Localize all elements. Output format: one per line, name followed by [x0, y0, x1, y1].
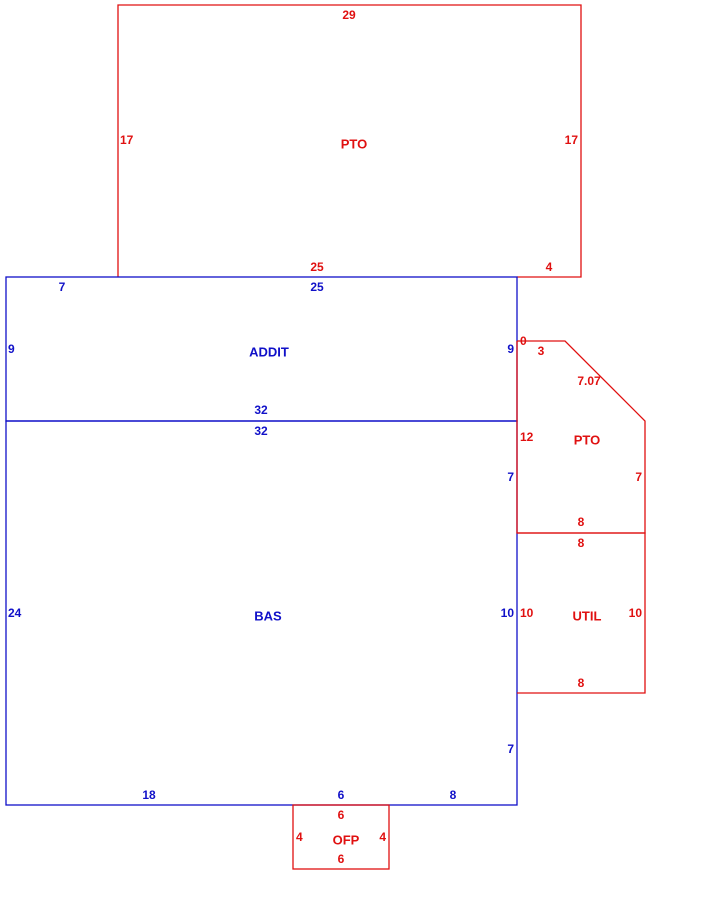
- pto-side-dim-left: 12: [520, 430, 534, 444]
- pto-side-outline: [516, 340, 646, 534]
- pto-side-dim-diagonal: 7.07: [577, 374, 601, 388]
- pto-top-dim-bottom: 25: [310, 260, 324, 274]
- bas-dim-right-upper: 7: [507, 470, 514, 484]
- bas-dim-bottom-mid: 6: [338, 788, 345, 802]
- bas-dim-left: 24: [8, 606, 22, 620]
- bas-label: BAS: [254, 608, 282, 623]
- pto-top-dim-left: 17: [120, 133, 134, 147]
- pto-side-dim-top: 3: [538, 344, 545, 358]
- util-label: UTIL: [573, 608, 602, 623]
- pto-top-area: [117, 4, 582, 278]
- bas-dim-bottom-right: 8: [450, 788, 457, 802]
- ofp-label: OFP: [333, 832, 360, 847]
- addit-label: ADDIT: [249, 344, 289, 359]
- pto-top-label: PTO: [341, 136, 368, 151]
- util-dim-right: 10: [629, 606, 643, 620]
- util-area: [517, 532, 646, 694]
- addit-dim-top-left: 7: [59, 280, 66, 294]
- pto-side-dim-bottom: 8: [578, 515, 585, 529]
- bas-outline: [5, 420, 518, 806]
- pto-top-dim-bottom-right: 4: [546, 260, 553, 274]
- util-dim-top: 8: [578, 536, 585, 550]
- addit-dim-bottom: 32: [254, 403, 268, 417]
- bas-dim-right-lower: 7: [507, 742, 514, 756]
- pto-top-outline: [117, 4, 582, 278]
- ofp-dim-right: 4: [379, 830, 386, 844]
- ofp-outline: [292, 804, 390, 870]
- pto-top-dim-right: 17: [565, 133, 579, 147]
- bas-area: [5, 420, 518, 806]
- ofp-dim-left: 4: [296, 830, 303, 844]
- bas-dim-right-mid: 10: [501, 606, 515, 620]
- pto-side-label: PTO: [574, 432, 601, 447]
- ofp-dim-bottom: 6: [338, 852, 345, 866]
- util-dim-bottom: 8: [578, 676, 585, 690]
- pto-side-area: [516, 340, 646, 534]
- util-dim-left: 10: [520, 606, 534, 620]
- pto-side-dim-corner: 0: [520, 334, 527, 348]
- addit-dim-top: 25: [310, 280, 324, 294]
- pto-side-dim-right: 7: [635, 470, 642, 484]
- addit-dim-right: 9: [507, 342, 514, 356]
- bas-dim-top: 32: [254, 424, 268, 438]
- addit-dim-left: 9: [8, 342, 15, 356]
- ofp-area: [292, 804, 390, 870]
- ofp-dim-top: 6: [338, 808, 345, 822]
- bas-dim-bottom-left: 18: [142, 788, 156, 802]
- util-outline: [517, 532, 646, 694]
- pto-top-dim-top: 29: [342, 8, 356, 22]
